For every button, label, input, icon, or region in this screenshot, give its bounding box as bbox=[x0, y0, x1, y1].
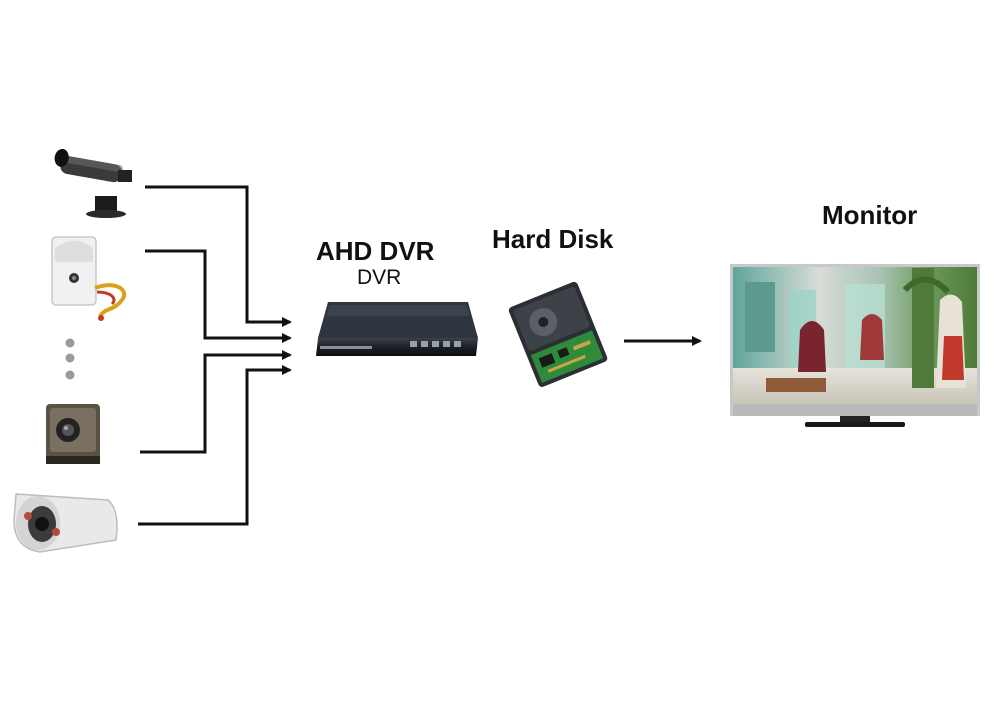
vertical-ellipsis-icon bbox=[65, 338, 75, 380]
connector-camera-1 bbox=[145, 185, 292, 327]
dvr-title: AHD DVR bbox=[316, 236, 435, 266]
connector-lines bbox=[138, 185, 702, 526]
connector-camera-3 bbox=[140, 350, 292, 454]
monitor-label: Monitor bbox=[822, 200, 918, 230]
connector-camera-2 bbox=[145, 249, 292, 343]
hard-disk-icon bbox=[508, 281, 608, 387]
monitor-icon bbox=[730, 264, 980, 427]
pir-camera-icon bbox=[51, 236, 126, 321]
connector-camera-4 bbox=[138, 365, 292, 526]
hard-disk-label: Hard Disk bbox=[492, 224, 614, 254]
dvr-recorder-icon bbox=[316, 302, 478, 356]
mini-cube-camera-icon bbox=[46, 404, 100, 464]
bullet-camera-icon bbox=[54, 148, 132, 218]
ir-bullet-camera-icon bbox=[13, 493, 118, 553]
dvr-subtitle: DVR bbox=[357, 266, 402, 289]
